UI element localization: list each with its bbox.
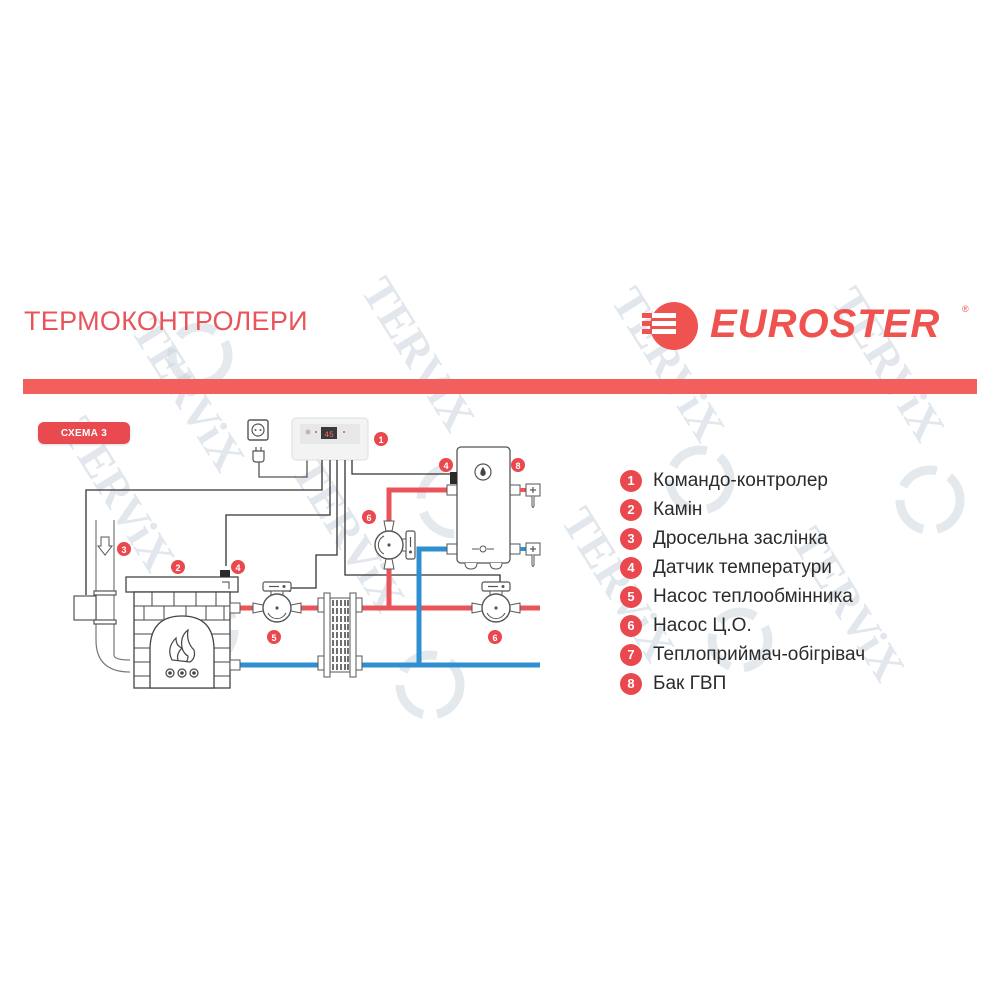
- legend-label: Насос Ц.О.: [653, 614, 752, 636]
- legend-number-badge: 5: [620, 585, 642, 608]
- ch-pump-vertical: [374, 520, 416, 570]
- svg-text:3: 3: [121, 545, 126, 555]
- water-drop-icon: [474, 463, 492, 481]
- header-divider-bar: [23, 379, 977, 394]
- heat-exchanger: [317, 592, 363, 678]
- legend: 1 Командо-контролер 2 Камін 3 Дросельна …: [620, 466, 865, 698]
- down-arrow-icon: [96, 536, 114, 556]
- legend-label: Теплоприймач-обігрівач: [653, 643, 866, 665]
- legend-item: 6 Насос Ц.О.: [620, 611, 865, 640]
- svg-text:45: 45: [324, 431, 334, 440]
- svg-text:6: 6: [366, 513, 371, 523]
- legend-label: Бак ГВП: [653, 672, 727, 694]
- svg-text:2: 2: [175, 563, 180, 573]
- legend-number-badge: 6: [620, 614, 642, 637]
- euroster-logo-icon: [640, 302, 698, 350]
- ch-pump-right: [471, 581, 521, 623]
- brand-name: EUROSTER: [710, 302, 941, 346]
- throttle-damper: [73, 520, 131, 673]
- legend-item: 3 Дросельна заслінка: [620, 524, 865, 553]
- legend-number-badge: 1: [620, 469, 642, 492]
- power-socket-icon: [247, 419, 269, 441]
- legend-number-badge: 3: [620, 527, 642, 550]
- legend-item: 4 Датчик температури: [620, 553, 865, 582]
- tap-icon: [525, 483, 541, 509]
- tank-temp-sensor: [450, 472, 457, 484]
- plug-icon: [252, 447, 265, 463]
- controller: 45: [291, 417, 369, 461]
- fireplace-temp-sensor: [220, 570, 230, 577]
- legend-label: Насос теплообмінника: [653, 585, 853, 607]
- legend-number-badge: 7: [620, 643, 642, 666]
- page-title: ТЕРМОКОНТРОЛЕРИ: [24, 306, 308, 336]
- legend-item: 1 Командо-контролер: [620, 466, 865, 495]
- svg-text:6: 6: [492, 633, 497, 643]
- svg-text:1: 1: [378, 435, 383, 445]
- tap-icon: [525, 542, 541, 568]
- legend-label: Командо-контролер: [653, 469, 828, 491]
- legend-item: 5 Насос теплообмінника: [620, 582, 865, 611]
- legend-label: Дросельна заслінка: [653, 527, 828, 549]
- svg-text:4: 4: [443, 461, 448, 471]
- euroster-logo: EUROSTER ®: [640, 296, 980, 356]
- heating-scheme-diagram: 45 1 3: [73, 417, 541, 689]
- registered-mark: ®: [962, 304, 969, 314]
- legend-label: Камін: [653, 498, 703, 520]
- svg-text:8: 8: [515, 461, 520, 471]
- legend-item: 8 Бак ГВП: [620, 669, 865, 698]
- legend-number-badge: 2: [620, 498, 642, 521]
- legend-number-badge: 8: [620, 672, 642, 695]
- scheme-badge: СХЕМА 3: [38, 422, 130, 444]
- legend-item: 2 Камін: [620, 495, 865, 524]
- legend-item: 7 Теплоприймач-обігрівач: [620, 640, 865, 669]
- legend-label: Датчик температури: [653, 556, 832, 578]
- svg-text:4: 4: [235, 563, 240, 573]
- legend-number-badge: 4: [620, 556, 642, 579]
- svg-text:5: 5: [271, 633, 276, 643]
